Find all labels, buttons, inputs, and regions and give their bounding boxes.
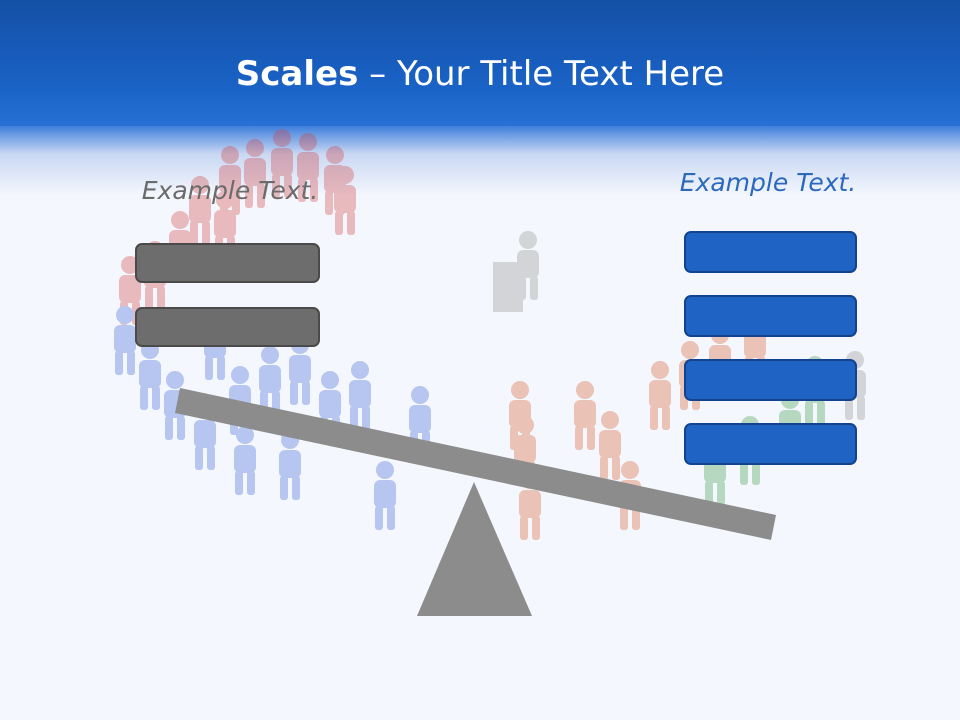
slide-header — [0, 0, 960, 130]
scale-beam — [175, 388, 776, 540]
right-text-box-4[interactable] — [684, 423, 857, 465]
right-text-box-3[interactable] — [684, 359, 857, 401]
slide-title: Scales – Your Title Text Here — [0, 54, 960, 94]
scale-fulcrum — [417, 482, 532, 616]
right-text-box-2[interactable] — [684, 295, 857, 337]
slide-title-rest: – Your Title Text Here — [358, 54, 725, 94]
left-caption: Example Text. — [141, 176, 319, 205]
right-text-box-1[interactable] — [684, 231, 857, 273]
left-text-box-1[interactable] — [135, 243, 320, 283]
slide-title-bold: Scales — [235, 54, 359, 94]
left-text-box-2[interactable] — [135, 307, 320, 347]
header-fade — [0, 126, 960, 196]
right-caption: Example Text. — [679, 168, 857, 197]
